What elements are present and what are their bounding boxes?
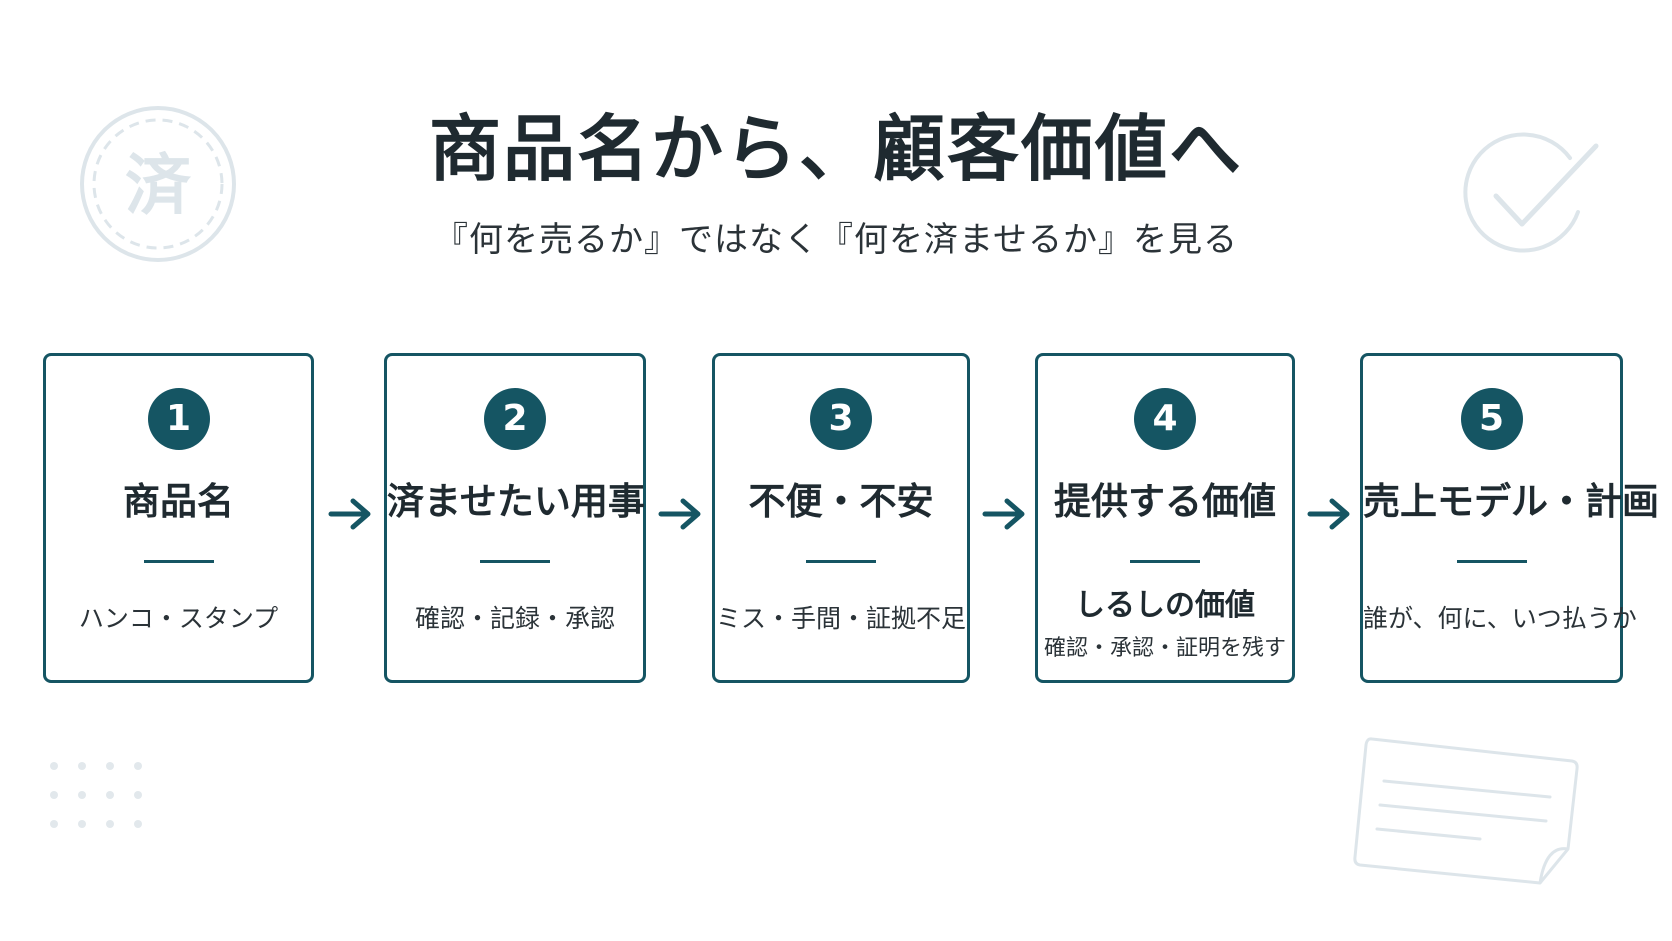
receipt-paper-icon [1353,737,1579,885]
step-divider [1130,560,1200,563]
step-description: 誰が、何に、いつ払うか [1363,604,1637,633]
step-description-sub: 確認・承認・証明を残す [1043,636,1286,661]
page-title: 商品名から、顧客価値へ [428,107,1243,191]
step-description: ハンコ・スタンプ [78,604,279,633]
check-circle-icon [1463,132,1599,253]
step-number-badge: 2 [484,388,546,450]
step-number-badge: 3 [810,388,872,450]
stamp-icon: 済 [80,106,236,262]
step-number-badge: 5 [1460,388,1523,450]
step-description: 確認・記録・承認 [414,604,615,633]
arrow-right-icon [658,498,701,530]
step-card-2: 2 済ませたい用事 確認・記録・承認 [384,353,646,683]
arrow-right-icon [1307,498,1350,530]
step-heading: 提供する価値 [1054,480,1276,523]
step-card-3: 3 不便・不安 ミス・手間・証拠不足 [712,353,970,683]
step-description: しるしの価値 [1075,588,1255,623]
step-number-badge: 1 [147,388,210,450]
step-divider [1456,560,1527,563]
step-heading: 済ませたい用事 [387,480,645,523]
dot-grid-icon [50,762,142,828]
step-description: ミス・手間・証拠不足 [715,604,966,633]
page-subtitle: 『何を売るか』ではなく『何を済ませるか』を見る [434,220,1238,260]
step-card-1: 1 商品名 ハンコ・スタンプ [43,353,314,683]
arrow-right-icon [328,498,371,530]
step-divider [143,560,214,563]
step-heading: 売上モデル・計画 [1363,480,1659,523]
step-number-badge: 4 [1134,388,1196,450]
step-divider [480,560,550,563]
step-card-5: 5 売上モデル・計画 誰が、何に、いつ払うか [1360,353,1659,683]
step-heading: 商品名 [123,480,234,523]
stamp-glyph: 済 [125,147,192,224]
arrow-right-icon [982,498,1025,530]
step-divider [806,560,876,563]
step-card-4: 4 提供する価値 しるしの価値 確認・承認・証明を残す [1035,353,1295,683]
step-heading: 不便・不安 [748,480,934,523]
